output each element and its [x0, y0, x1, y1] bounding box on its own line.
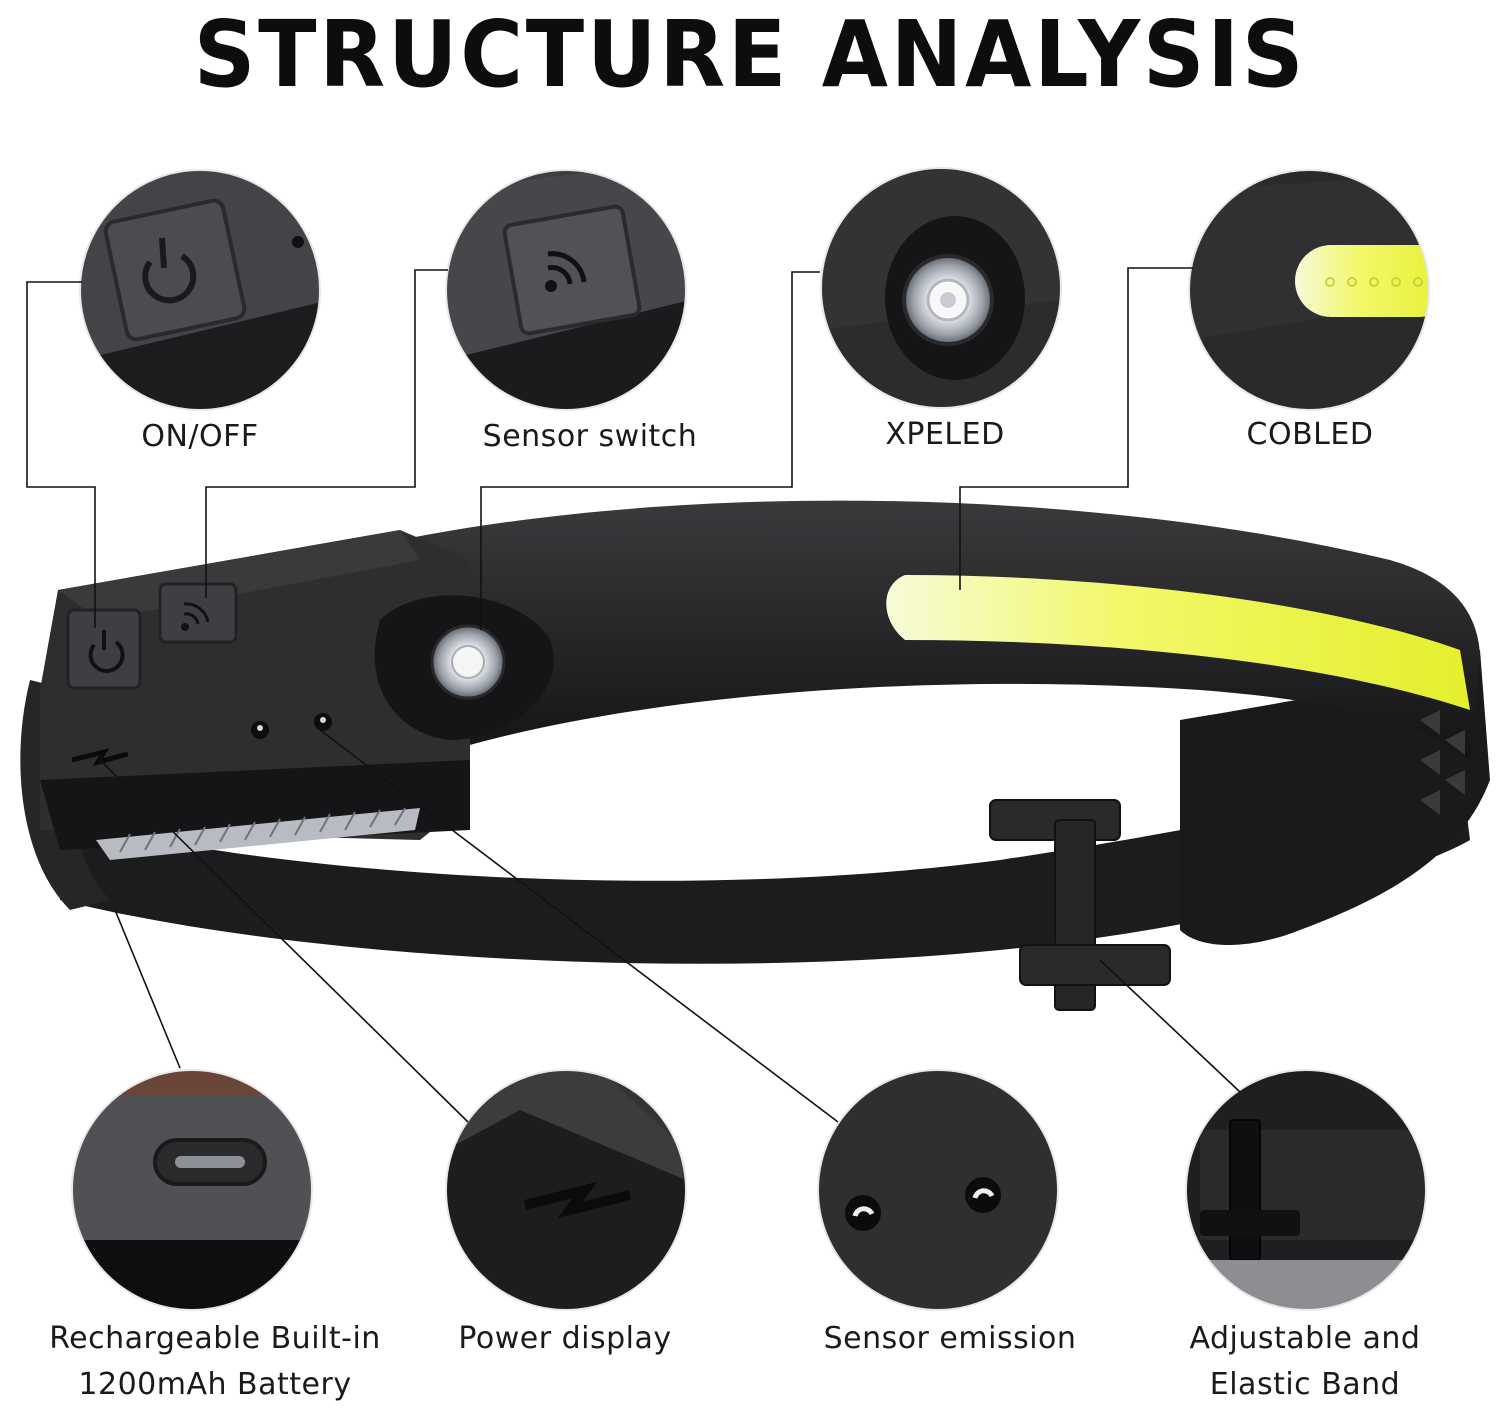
usb-c-port-icon: [153, 1138, 267, 1186]
label-battery-line1: Rechargeable Built-in: [49, 1321, 381, 1356]
lightning-icon: [523, 1181, 632, 1219]
label-sensor-switch: Sensor switch: [482, 419, 698, 454]
sensor-switch-closeup: [446, 170, 686, 410]
callout-on-off: [26, 281, 96, 628]
label-battery: Rechargeable Built-in 1200mAh Battery: [20, 1316, 410, 1408]
spot-led-icon: [902, 254, 994, 346]
wave-sensor-icon: [545, 251, 587, 292]
label-power-display: Power display: [458, 1321, 672, 1356]
label-band-line1: Adjustable and: [1189, 1321, 1421, 1356]
label-battery-line2: 1200mAh Battery: [78, 1367, 352, 1402]
on-off-closeup: [80, 170, 320, 410]
label-cob-led: COBLED: [1246, 417, 1374, 452]
power-display-closeup: [446, 1070, 686, 1310]
sensor-emission-closeup: [818, 1070, 1058, 1310]
headlamp-main: [20, 500, 1490, 1011]
battery-closeup: [72, 1070, 312, 1310]
cob-led-closeup: [1189, 170, 1429, 410]
callout-cob-led: [959, 267, 1193, 590]
page-title: STRUCTURE ANALYSIS: [193, 1, 1307, 108]
callout-sensor-switch: [205, 269, 448, 598]
label-on-off: ON/OFF: [141, 419, 259, 454]
callout-battery: [114, 909, 181, 1069]
buckle-icon: [1200, 1119, 1426, 1261]
sensor-dots-icon: [845, 1177, 1001, 1231]
callout-xpe-led: [480, 271, 820, 630]
cob-strip-icon: [1295, 245, 1429, 317]
label-xpe-led: XPELED: [885, 417, 1005, 452]
callout-sensor-emission: [319, 729, 839, 1123]
power-icon: [142, 237, 197, 304]
callout-lines: [26, 267, 1241, 1123]
xpe-led-closeup: [821, 168, 1061, 408]
label-band-line2: Elastic Band: [1209, 1367, 1401, 1402]
label-band: Adjustable and Elastic Band: [1160, 1316, 1450, 1408]
callout-band: [1099, 959, 1241, 1093]
callout-power-display: [99, 759, 469, 1123]
label-sensor-emission: Sensor emission: [823, 1321, 1077, 1356]
